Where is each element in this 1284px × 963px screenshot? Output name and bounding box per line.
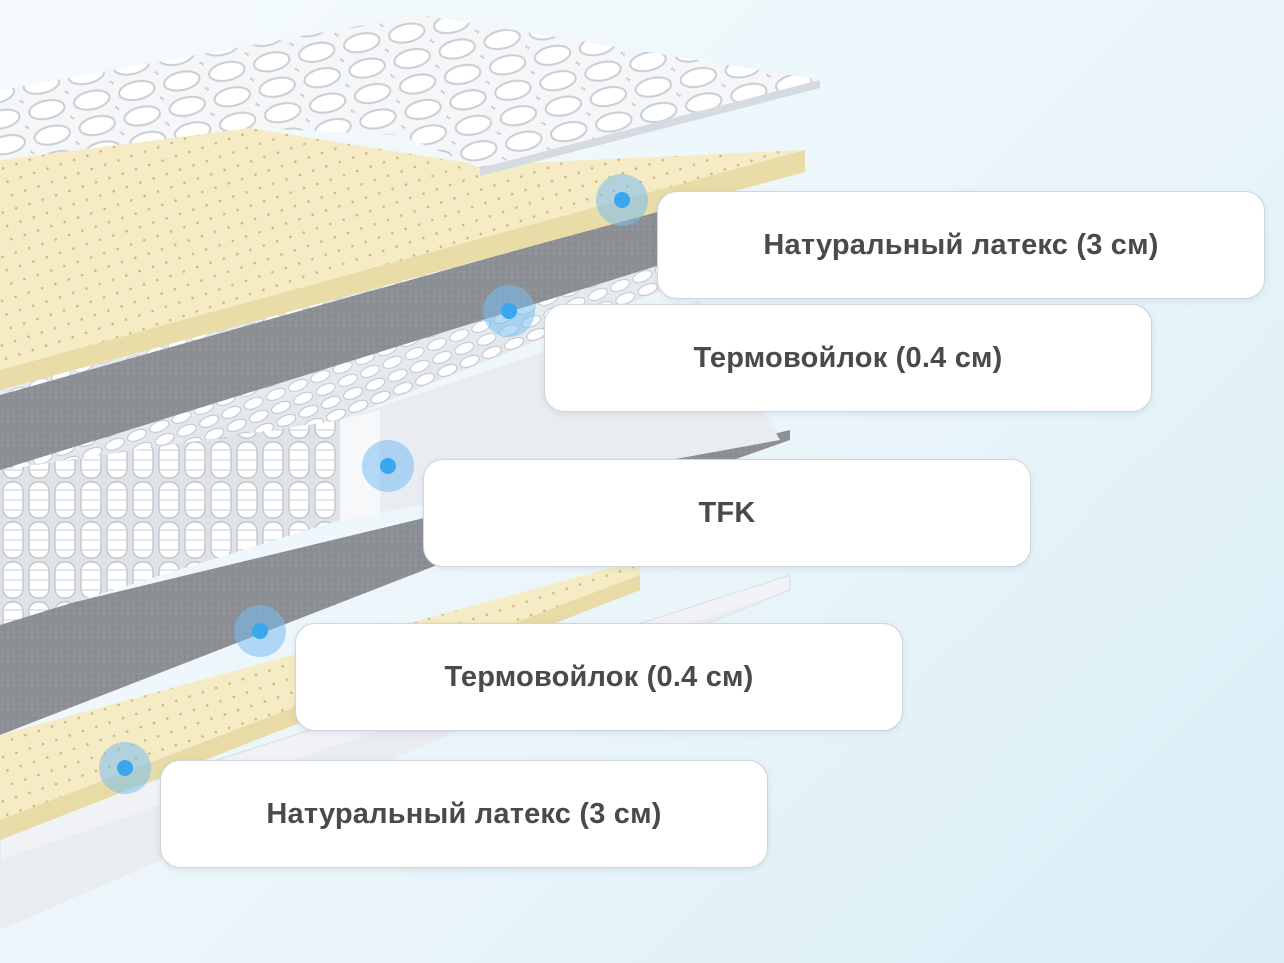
hotspot-marker[interactable]: [99, 742, 151, 794]
layer-label-text: Натуральный латекс (3 см): [266, 798, 661, 831]
layer-label-text: TFK: [699, 497, 756, 530]
layer-label-top-latex[interactable]: Натуральный латекс (3 см): [657, 191, 1265, 299]
hotspot-marker[interactable]: [234, 605, 286, 657]
layer-label-bottom-felt[interactable]: Термовойлок (0.4 см): [295, 623, 903, 731]
hotspot-marker[interactable]: [362, 440, 414, 492]
layer-label-text: Натуральный латекс (3 см): [763, 229, 1158, 262]
hotspot-marker[interactable]: [596, 174, 648, 226]
layer-label-spring-block[interactable]: TFK: [423, 459, 1031, 567]
hotspot-marker[interactable]: [483, 285, 535, 337]
layer-label-bottom-latex[interactable]: Натуральный латекс (3 см): [160, 760, 768, 868]
layer-label-top-felt[interactable]: Термовойлок (0.4 см): [544, 304, 1152, 412]
layer-label-text: Термовойлок (0.4 см): [693, 342, 1002, 375]
layer-label-text: Термовойлок (0.4 см): [444, 661, 753, 694]
